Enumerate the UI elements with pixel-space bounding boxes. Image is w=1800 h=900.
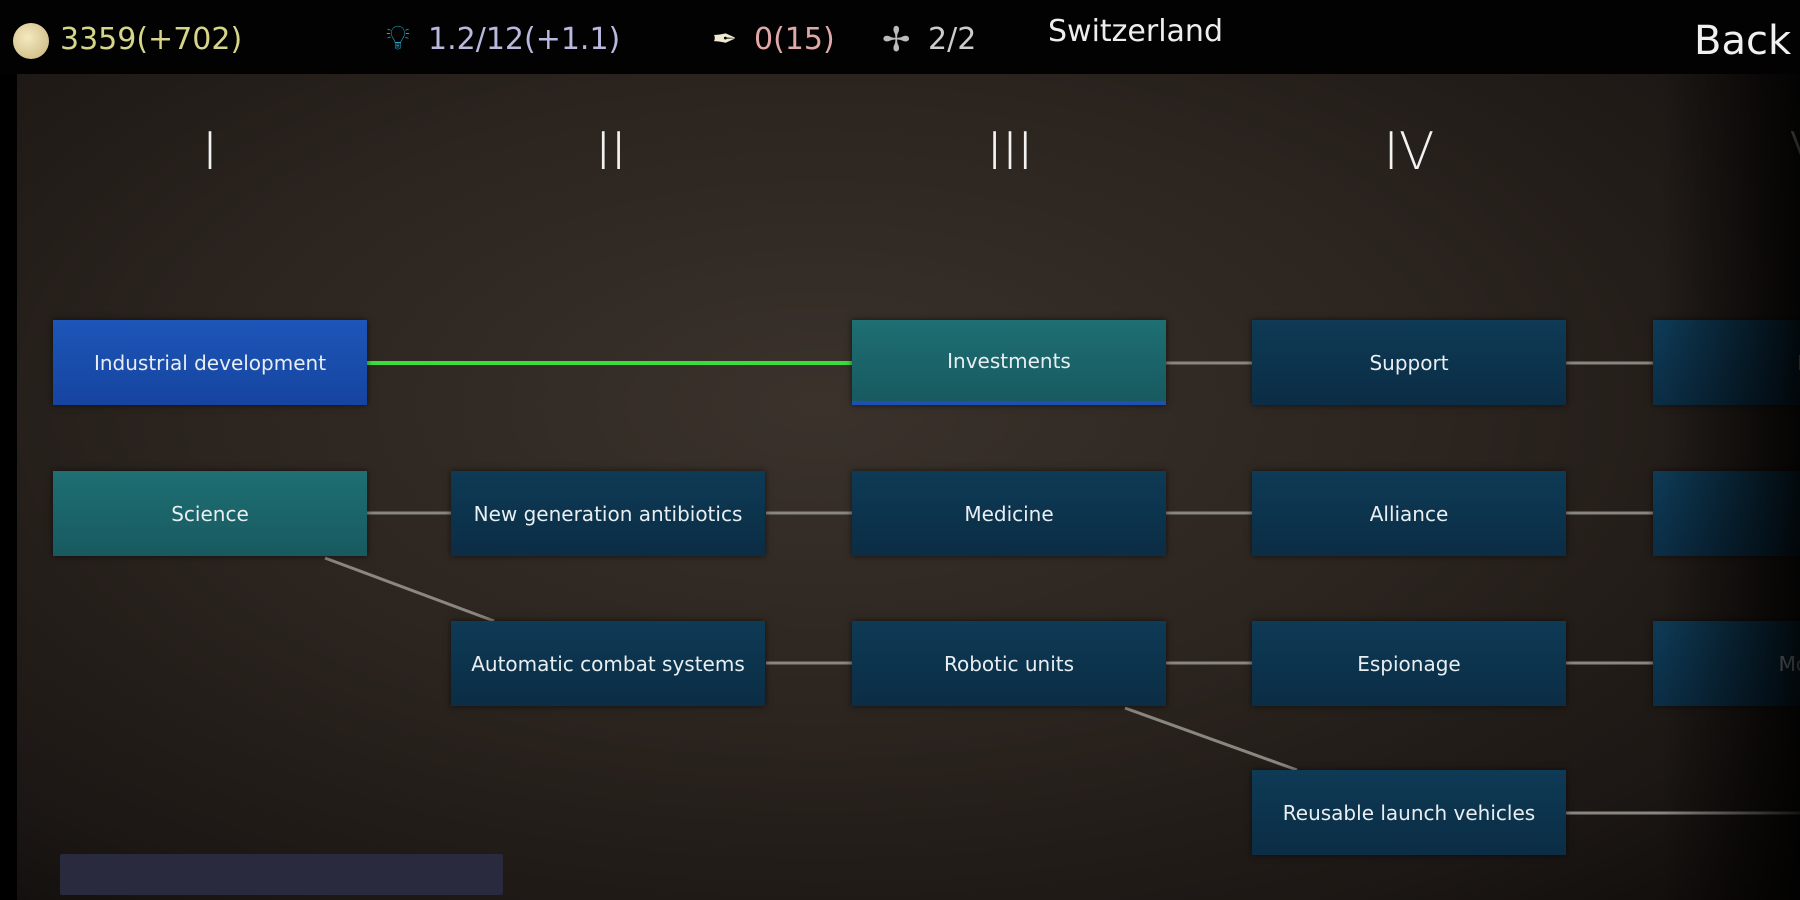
country-name: Switzerland bbox=[1048, 14, 1223, 49]
tech-alliance[interactable]: Alliance bbox=[1252, 471, 1566, 556]
era-3: III bbox=[986, 122, 1033, 182]
units-count: 2/2 bbox=[928, 22, 977, 57]
link-science-combat bbox=[324, 556, 495, 623]
units-cross-icon: ✢ bbox=[882, 20, 911, 60]
tech-ba[interactable]: Ba bbox=[1653, 320, 1800, 405]
tech-investments[interactable]: Investments bbox=[852, 320, 1166, 405]
tech-medicine[interactable]: Medicine bbox=[852, 471, 1166, 556]
back-button[interactable]: Back bbox=[1694, 18, 1792, 64]
tech-c[interactable]: C bbox=[1653, 471, 1800, 556]
lightbulb-icon: 💡︎ bbox=[386, 18, 410, 58]
tech-robotic-units[interactable]: Robotic units bbox=[852, 621, 1166, 706]
link-robotic-reusable bbox=[1124, 706, 1298, 772]
era-4: IV bbox=[1383, 122, 1435, 182]
tech-support[interactable]: Support bbox=[1252, 320, 1566, 405]
gold-amount: 3359(+702) bbox=[60, 22, 243, 57]
science-amount: 1.2/12(+1.1) bbox=[428, 22, 621, 57]
horizontal-scrollbar[interactable] bbox=[60, 854, 503, 895]
tech-tree[interactable]: I II III IV V Industrial development Inv… bbox=[17, 74, 1800, 900]
tech-antibiotics[interactable]: New generation antibiotics bbox=[451, 471, 765, 556]
era-5: V bbox=[1757, 122, 1800, 182]
tech-reusable-launch-vehicles[interactable]: Reusable launch vehicles bbox=[1252, 770, 1566, 855]
era-2: II bbox=[595, 122, 627, 182]
tech-industrial-development[interactable]: Industrial development bbox=[53, 320, 367, 405]
era-1: I bbox=[202, 122, 218, 182]
culture-amount: 0(15) bbox=[754, 22, 835, 57]
tech-espionage[interactable]: Espionage bbox=[1252, 621, 1566, 706]
gold-coin-icon bbox=[13, 23, 49, 59]
tech-combat-systems[interactable]: Automatic combat systems bbox=[451, 621, 765, 706]
tech-science[interactable]: Science bbox=[53, 471, 367, 556]
tech-modern[interactable]: Moder bbox=[1653, 621, 1800, 706]
resource-bar: 3359(+702) 💡︎ 1.2/12(+1.1) ✒ 0(15) ✢ 2/2… bbox=[0, 0, 1800, 74]
feather-icon: ✒ bbox=[712, 22, 738, 57]
